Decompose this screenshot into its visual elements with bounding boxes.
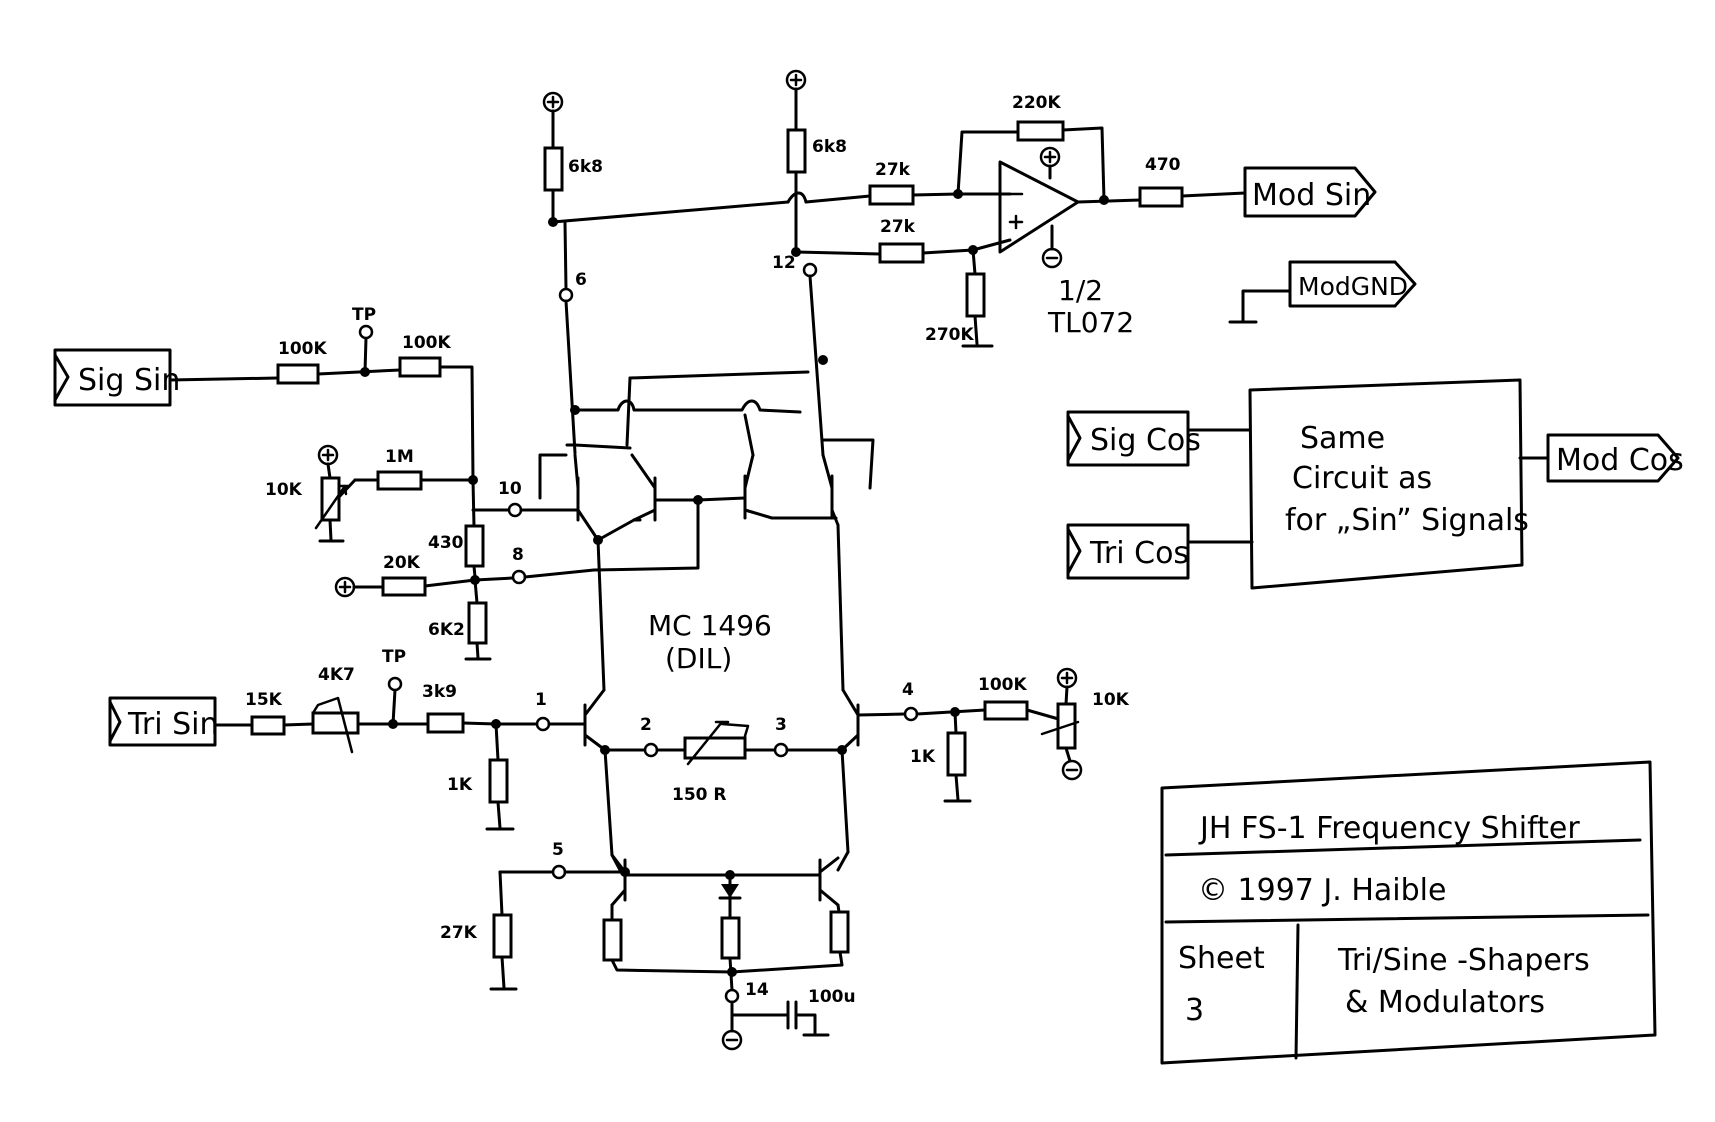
mod-gnd-port: ModGND xyxy=(1228,260,1417,324)
tri-sin-chain xyxy=(213,676,587,831)
label-100k-a: 100K xyxy=(278,339,327,359)
label-100k-c: 100K xyxy=(978,675,1027,695)
label-100u: 100u xyxy=(808,987,856,1007)
label-100k-b: 100K xyxy=(402,333,451,353)
label-tp-top: TP xyxy=(352,305,376,325)
label-430: 430 xyxy=(428,533,464,553)
label-270k: 270K xyxy=(925,325,974,345)
pin-8-label: 8 xyxy=(512,545,524,565)
mod-sin-label: Mod Sin xyxy=(1252,178,1371,213)
label-tp-bottom: TP xyxy=(382,647,406,667)
label-1k-b: 1K xyxy=(910,747,936,767)
pin-3-label: 3 xyxy=(775,715,787,735)
label-opamp-part: TL072 xyxy=(1047,306,1134,339)
pin-6-label: 6 xyxy=(575,270,587,290)
tri-sin-label: Tri Sin xyxy=(127,707,219,742)
tri-sin-port: Tri Sin xyxy=(108,696,219,747)
title-block-copyright: © 1997 J. Haible xyxy=(1198,873,1446,908)
mod-cos-label: Mod Cos xyxy=(1556,443,1684,478)
label-15k: 15K xyxy=(245,690,283,710)
label-6k8-a: 6k8 xyxy=(568,157,603,177)
label-20k: 20K xyxy=(383,553,421,573)
junction-dots xyxy=(360,189,1109,977)
component-labels: 100K 100K TP 1M 10K 430 20K 6K2 6k8 6k8 … xyxy=(245,93,1181,1007)
label-pot-10k-right: 10K xyxy=(1092,690,1130,710)
label-27k-b: 27k xyxy=(880,217,916,237)
mod-gnd-label: ModGND xyxy=(1298,272,1408,301)
label-pot-150r: 150 R xyxy=(672,785,727,805)
label-3k9: 3k9 xyxy=(422,682,457,702)
pin-2-label: 2 xyxy=(640,715,652,735)
label-27k-a: 27k xyxy=(875,160,911,180)
label-6k8-b: 6k8 xyxy=(812,137,847,157)
title-block-description-2: & Modulators xyxy=(1345,985,1545,1020)
tri-cos-port: Tri Cos xyxy=(1066,523,1190,580)
sig-sin-port: Sig Sin xyxy=(53,348,180,407)
pin-1-label: 1 xyxy=(535,690,547,710)
label-1m: 1M xyxy=(385,447,414,467)
block-line-3: for „Sin” Signals xyxy=(1285,503,1529,538)
label-ic-part: MC 1496 xyxy=(648,609,772,642)
label-27k-c: 27K xyxy=(440,923,478,943)
pin-14-label: 14 xyxy=(745,980,769,1000)
title-block-sheet-label: Sheet xyxy=(1178,941,1265,976)
title-block-title: JH FS-1 Frequency Shifter xyxy=(1198,811,1580,846)
pin-10-label: 10 xyxy=(498,479,522,499)
label-pot-4k7: 4K7 xyxy=(318,665,355,685)
output-stage xyxy=(543,87,1247,348)
pin-5-label: 5 xyxy=(552,840,564,860)
sig-sin-label: Sig Sin xyxy=(78,363,180,398)
pin-numbers: 1 2 3 4 5 6 8 10 12 14 xyxy=(498,253,914,1000)
block-line-1: Same xyxy=(1300,421,1385,456)
sig-cos-port: Sig Cos xyxy=(1066,410,1201,467)
label-470: 470 xyxy=(1145,155,1181,175)
mod-cos-port: Mod Cos xyxy=(1546,433,1684,483)
mc1496-lower-pair xyxy=(583,685,1080,857)
same-circuit-block: Same Circuit as for „Sin” Signals xyxy=(1186,378,1550,590)
mc1496-upper-quad xyxy=(538,221,875,692)
label-pot-10k-left: 10K xyxy=(265,480,303,500)
title-block: JH FS-1 Frequency Shifter © 1997 J. Haib… xyxy=(1160,760,1657,1065)
label-ic-package: (DIL) xyxy=(665,642,732,675)
mod-sin-port: Mod Sin xyxy=(1243,166,1377,218)
block-line-2: Circuit as xyxy=(1292,461,1432,496)
label-220k: 220K xyxy=(1012,93,1061,113)
mc1496-current-sources xyxy=(489,850,850,1037)
tri-cos-label: Tri Cos xyxy=(1089,536,1189,571)
label-6k2: 6K2 xyxy=(428,620,465,640)
title-block-sheet-number: 3 xyxy=(1185,993,1204,1028)
sig-sin-chain xyxy=(168,324,596,661)
pin-12-label: 12 xyxy=(772,253,796,273)
pin-4-label: 4 xyxy=(902,680,914,700)
label-opamp: 1/2 xyxy=(1058,274,1103,307)
title-block-description-1: Tri/Sine -Shapers xyxy=(1337,943,1590,978)
supply-symbols xyxy=(317,69,1083,1051)
sig-cos-label: Sig Cos xyxy=(1090,423,1201,458)
label-1k-a: 1K xyxy=(447,775,473,795)
